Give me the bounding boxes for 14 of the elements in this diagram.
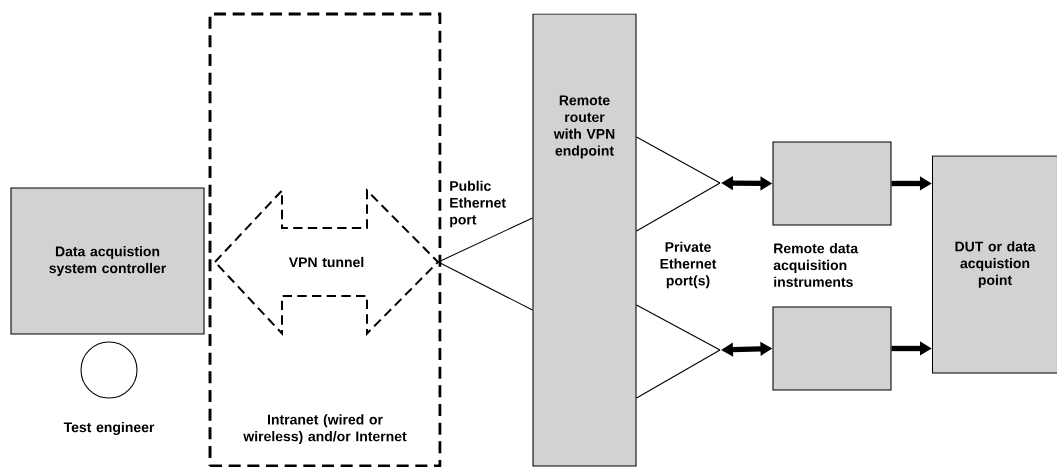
- connector-line: [636, 136, 721, 184]
- process-box: [772, 141, 892, 226]
- connector-line: [636, 304, 721, 351]
- node-label: Test engineer: [63, 421, 155, 436]
- connector-line: [636, 182, 721, 232]
- port-label: Public Ethernet port: [450, 180, 506, 228]
- router-box: Remote router with VPN endpoint: [532, 13, 637, 467]
- process-box: DUT or data acquistion point: [931, 155, 1057, 374]
- port-label: Remote data acquisition instruments: [773, 243, 859, 287]
- connector-lines: [437, 217, 533, 311]
- process-box: Data acquistion system controller: [10, 187, 205, 335]
- port-label: Private Ethernet port(s): [660, 241, 717, 289]
- process-box: [772, 306, 892, 391]
- connector-line: [636, 349, 721, 399]
